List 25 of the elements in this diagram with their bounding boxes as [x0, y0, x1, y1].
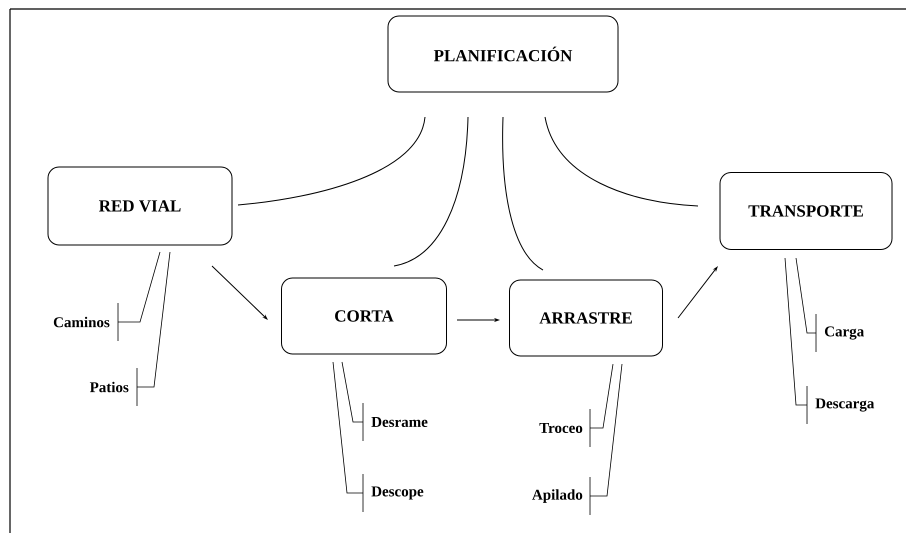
- bracket-line: [332, 362, 364, 512]
- item-label: Troceo: [539, 423, 582, 433]
- item-label: Descarga: [815, 398, 874, 412]
- bracket-line: [796, 258, 816, 352]
- bracket-line: [784, 258, 808, 424]
- bracket-line: [118, 252, 160, 342]
- item-label: Apilado: [532, 489, 582, 503]
- connector-line: [238, 116, 426, 206]
- process-box: ARRASTRE: [509, 280, 663, 356]
- process-box: TRANSPORTE: [720, 172, 892, 250]
- process-box: RED VIAL: [48, 166, 232, 246]
- bracket-line: [590, 364, 622, 516]
- item-label: Carga: [824, 326, 864, 340]
- connector-line: [544, 116, 698, 206]
- bracket-line: [342, 362, 364, 442]
- bracket-line: [136, 252, 170, 406]
- item-label: Patios: [90, 382, 128, 392]
- bracket-line: [590, 364, 614, 448]
- process-box: PLANIFICACIÓN: [388, 16, 618, 92]
- item-label: Caminos: [54, 316, 110, 328]
- connector-line: [394, 116, 468, 266]
- process-box: CORTA: [281, 278, 447, 354]
- item-label: Descope: [371, 486, 424, 500]
- connector-line: [502, 116, 544, 270]
- item-label: Desrame: [371, 417, 428, 427]
